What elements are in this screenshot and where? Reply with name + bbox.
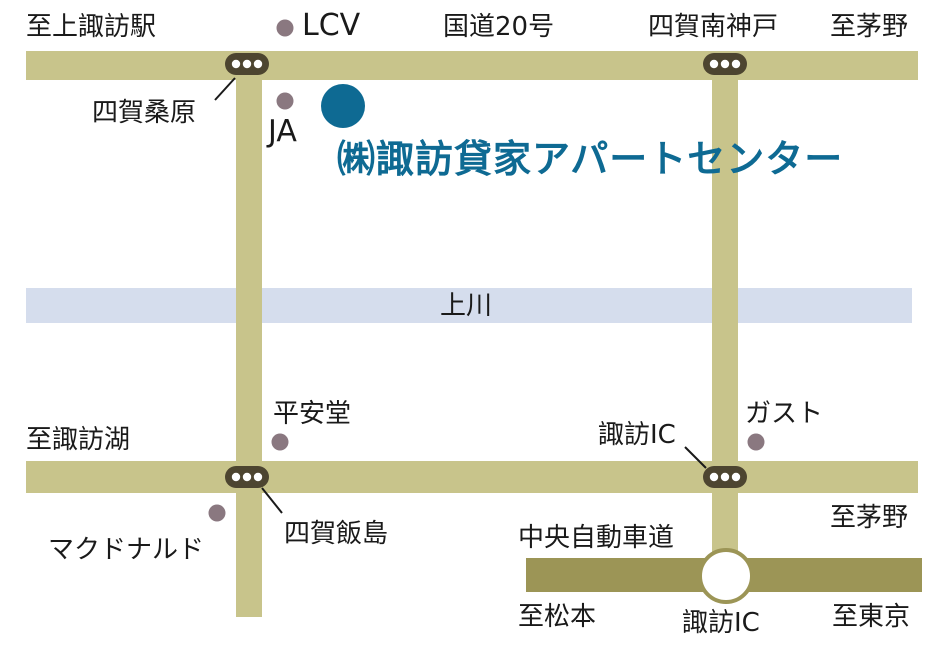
label-mcdonalds: マクドナルド xyxy=(48,535,205,565)
gusto-marker xyxy=(747,433,765,451)
company-marker[interactable] xyxy=(321,84,365,128)
label-shiga-minamikanbe: 四賀南神戸 xyxy=(648,12,779,42)
lower-road xyxy=(26,461,918,493)
left-road xyxy=(236,51,262,617)
company-name[interactable]: ㈱諏訪貸家アパートセンター xyxy=(337,137,844,181)
signal-suwa-ic xyxy=(703,466,747,488)
label-to-suwako: 至諏訪湖 xyxy=(26,425,131,455)
heiando-marker xyxy=(271,433,289,451)
mcdonalds-marker xyxy=(208,504,226,522)
signal-shiga-minamikanbe xyxy=(703,53,747,75)
label-kamikawa-river: 上川 xyxy=(440,291,493,321)
ja-marker xyxy=(276,92,294,110)
signal-shiga-iijima xyxy=(225,466,269,488)
suwa-ic-interchange xyxy=(698,548,754,604)
label-chuo-expressway: 中央自動車道 xyxy=(518,523,675,553)
label-ja: JA xyxy=(268,114,297,149)
label-gusto: ガスト xyxy=(745,399,824,429)
label-shiga-iijima: 四賀飯島 xyxy=(284,519,389,549)
label-to-matsumoto: 至松本 xyxy=(518,602,597,632)
label-to-chino-top: 至茅野 xyxy=(830,12,909,42)
right-road xyxy=(712,51,738,581)
route20-road xyxy=(26,51,918,80)
label-to-tokyo: 至東京 xyxy=(832,602,911,632)
label-to-chino-bottom: 至茅野 xyxy=(830,503,909,533)
label-lcv: LCV xyxy=(302,8,361,43)
signal-shiga-kuwabara xyxy=(225,53,269,75)
label-suwa-ic-junction: 諏訪IC xyxy=(598,420,676,450)
kamikawa-river xyxy=(26,288,912,323)
label-shiga-kuwabara: 四賀桑原 xyxy=(92,98,197,128)
label-to-kamisuwa-station: 至上諏訪駅 xyxy=(26,12,157,42)
lcv-marker xyxy=(276,19,294,37)
label-suwa-ic: 諏訪IC xyxy=(682,608,760,638)
label-route20: 国道20号 xyxy=(443,12,555,42)
label-heiando: 平安堂 xyxy=(273,399,352,429)
